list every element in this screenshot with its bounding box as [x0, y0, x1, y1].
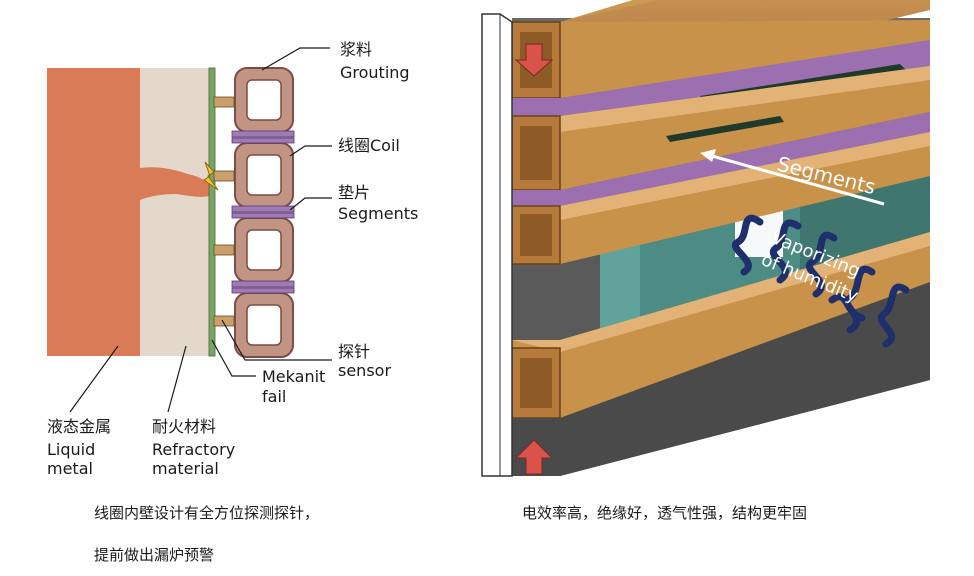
sensor-probe	[213, 244, 235, 256]
segment-spacer	[231, 280, 295, 288]
segment-spacer	[231, 137, 295, 144]
frame-bar	[481, 13, 513, 477]
segment-strip	[512, 40, 930, 116]
left-cross-section: 浆料 Grouting 线圈Coil 垫片 Segments 探针 sensor…	[47, 40, 418, 478]
label-segments-cn: 垫片	[338, 183, 370, 202]
label-liquid-en-1: Liquid	[47, 440, 95, 459]
label-refractory-en-2: material	[152, 459, 219, 478]
right-caption: 电效率高，绝缘好，透气性强，结构更牢固	[522, 504, 808, 522]
label-grouting-en: Grouting	[340, 63, 410, 82]
coil-bar	[512, 232, 930, 418]
segment-spacer	[231, 212, 295, 219]
metal-leak-path	[140, 167, 210, 200]
label-sensor-en: sensor	[338, 361, 391, 380]
segments-arrow	[711, 154, 885, 206]
label-grouting-cn: 浆料	[340, 40, 372, 59]
arrow-up-icon	[514, 439, 554, 475]
sensor-probe	[213, 170, 235, 182]
label-liquid-en-2: metal	[47, 459, 93, 478]
liquid-metal-region	[47, 68, 140, 356]
left-caption-line1: 线圈内壁设计有全方位探测探针，	[94, 504, 320, 522]
leader-lines	[69, 47, 332, 413]
arrow-down-icon	[514, 43, 554, 77]
vapor-icon	[732, 214, 910, 348]
label-coil: 线圈Coil	[338, 136, 400, 155]
label-refractory-cn: 耐火材料	[152, 417, 216, 436]
label-sensor-cn: 探针	[338, 342, 370, 361]
segment-spacer	[231, 205, 295, 213]
label-mekanit-1: Mekanit	[262, 367, 325, 386]
label-segments-en: Segments	[338, 204, 418, 223]
sensor-rod	[666, 116, 784, 142]
coil-stack	[234, 67, 294, 358]
mekanit-foil	[208, 67, 216, 357]
sensor-probe	[213, 96, 235, 108]
segment-spacer	[231, 287, 295, 294]
left-caption-line2: 提前做出漏炉预警	[94, 546, 215, 564]
label-mekanit-2: fail	[262, 387, 286, 406]
segment-spacer	[231, 130, 295, 138]
label-refractory-en-1: Refractory	[152, 440, 235, 459]
label-liquid-cn: 液态金属	[47, 417, 111, 436]
right-3d-section: Segments Vaporizing of humidity	[481, 0, 930, 477]
refractory-region	[140, 68, 210, 356]
